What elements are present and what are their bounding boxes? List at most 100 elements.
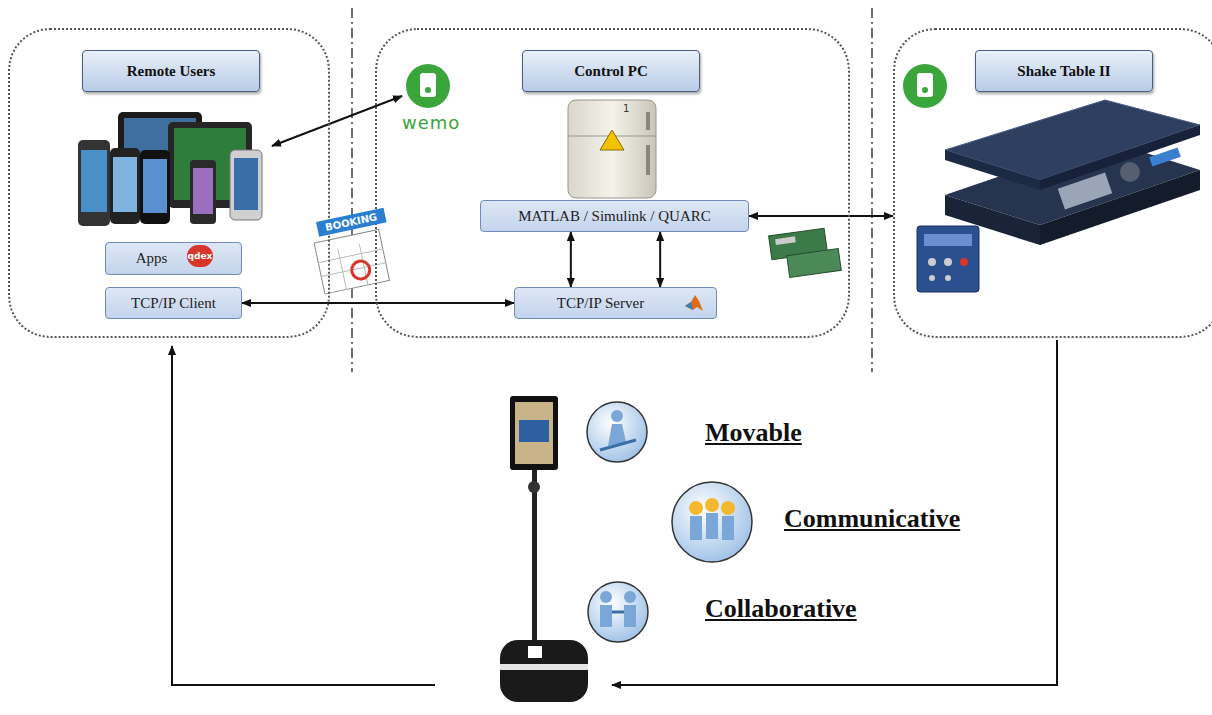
devices-picture [143, 159, 167, 213]
separator-line [351, 8, 352, 372]
matlab-logo [684, 293, 704, 313]
booking-calendar [314, 229, 389, 294]
panel-heading: Shake Table II [975, 50, 1153, 92]
connector-arrow [570, 232, 572, 287]
feature-icon [588, 582, 648, 642]
shake-table-picture [929, 275, 935, 281]
heading-text: Remote Users [127, 63, 216, 80]
control-pc-picture [568, 100, 656, 198]
shake-table-picture [1058, 172, 1112, 209]
feature-icon [624, 591, 636, 603]
process-box: Apps [105, 242, 242, 275]
devices-picture [78, 112, 262, 226]
app-logo: qdex [187, 245, 213, 267]
feature-icon [612, 611, 624, 614]
wemo-icon [903, 64, 947, 108]
group-panel: Control PC MATLAB / Simulink / QUARC TCP/I… [375, 28, 850, 338]
brand-name: wemo [402, 112, 460, 133]
process-box: TCP/IP Server [514, 287, 717, 319]
control-pc-picture [646, 145, 650, 175]
shake-table-picture [928, 258, 936, 266]
separator-line [871, 8, 872, 372]
telepresence-robot [528, 646, 542, 658]
pc-number: 1 [623, 103, 629, 114]
shake-table-picture [924, 234, 972, 246]
group-panel: Remote UsersAppsTCP/IP Client [8, 28, 330, 338]
matlab-logo [685, 302, 693, 310]
process-box: TCP/IP Client [105, 287, 242, 319]
control-pc-picture [568, 100, 656, 198]
devices-picture [81, 150, 107, 212]
box-text: MATLAB / Simulink / QUARC [518, 208, 711, 225]
feature-icon [600, 440, 636, 450]
feature-icon [690, 516, 702, 540]
devices-picture [234, 158, 258, 210]
heading-text: Control PC [574, 63, 647, 80]
robot-link [172, 340, 1057, 685]
shake-table-picture [1149, 147, 1181, 166]
devices-picture [113, 157, 137, 212]
shake-table-picture [917, 226, 979, 292]
connector-arrow [242, 302, 514, 304]
telepresence-robot [519, 420, 549, 442]
devices-picture [140, 150, 170, 224]
shake-table-picture [945, 275, 951, 281]
separator-line [352, 8, 872, 372]
wemo-arrow [272, 96, 402, 146]
feature-icon [705, 498, 719, 512]
feature-icon [600, 591, 612, 603]
devices-picture [230, 150, 262, 220]
control-pc-picture [646, 112, 650, 130]
booking-calendar [338, 248, 347, 289]
box-text: TCP/IP Server [557, 295, 644, 312]
feature-icon [624, 605, 636, 627]
box-text: Apps [136, 250, 168, 267]
feature-icon [587, 402, 647, 462]
shake-table-picture [960, 258, 968, 266]
daq-board [787, 248, 842, 277]
telepresence-robot [510, 396, 558, 470]
daq-board [775, 236, 796, 245]
control-pc-picture [600, 130, 624, 150]
telepresence-robot [532, 470, 537, 642]
telepresence-robot [500, 396, 588, 702]
devices-picture [78, 140, 110, 226]
feature-icon [600, 605, 612, 627]
feature-icon [706, 513, 718, 539]
telepresence-robot [500, 664, 588, 670]
booking-calendar [318, 249, 383, 263]
telepresence-robot [528, 481, 540, 493]
connector-arrow [749, 215, 893, 217]
feature-name: Collaborative [705, 594, 857, 624]
wemo-icon [425, 87, 431, 93]
devices-picture [110, 148, 140, 224]
feature-icon [689, 501, 703, 515]
robot-link [172, 346, 435, 685]
process-box: MATLAB / Simulink / QUARC [480, 200, 749, 232]
wemo-icon [917, 73, 933, 97]
wemo-icon [922, 87, 928, 93]
box-text: TCP/IP Client [131, 295, 216, 312]
shake-table-picture [1120, 162, 1140, 182]
booking-calendar [316, 239, 389, 294]
devices-picture [193, 168, 213, 214]
robot-link [612, 340, 1057, 685]
shake-table-picture [945, 150, 1040, 190]
feature-icon [721, 501, 735, 515]
heading-text: Shake Table II [1017, 63, 1110, 80]
wemo-icon [420, 73, 436, 97]
feature-icon [611, 410, 623, 422]
feature-icon [722, 516, 734, 540]
booking-calendar [314, 229, 389, 294]
telepresence-robot [515, 402, 553, 464]
shake-table-picture [944, 258, 952, 266]
feature-icon [672, 482, 752, 562]
feature-name: Communicative [784, 504, 960, 534]
shake-table-picture [1040, 125, 1200, 190]
booking-calendar [350, 259, 371, 280]
connector-arrow [659, 232, 661, 287]
wemo-icon [406, 64, 450, 108]
panel-heading: Remote Users [82, 50, 260, 92]
